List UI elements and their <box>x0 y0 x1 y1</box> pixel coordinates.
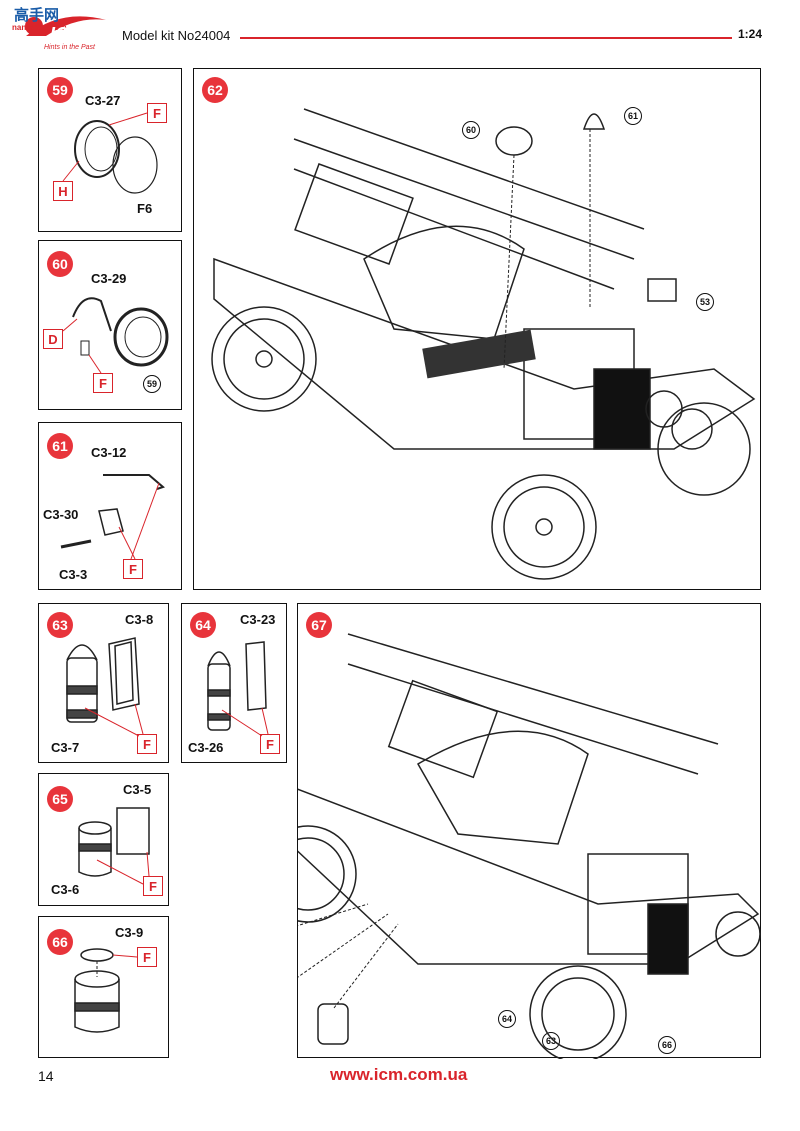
part-label: C3-30 <box>43 507 79 522</box>
paint-code-box: F <box>137 947 157 967</box>
logo-watermark-url: nan-shou.com <box>12 23 67 32</box>
step-ref-marker: 64 <box>498 1010 516 1028</box>
paint-code-box: F <box>137 734 157 754</box>
extinguisher-drawing <box>66 637 144 737</box>
scale-label: 1:24 <box>738 27 763 41</box>
part-label: C3-9 <box>115 925 144 940</box>
paint-code-box: F <box>143 876 163 896</box>
website-link[interactable]: www.icm.com.ua <box>330 1065 468 1084</box>
fire-truck-drawing <box>211 108 756 580</box>
part-label: C3-8 <box>125 612 154 627</box>
logo-text: ICM <box>50 24 83 44</box>
step-61-badge: 61 <box>47 433 73 459</box>
icm-logo: 高手网 nan-shou.com ICM Hints in the Past <box>6 6 116 54</box>
logo-watermark: 高手网 <box>14 7 60 24</box>
step-60-panel: 60 C3-29 D F 59 <box>38 240 182 410</box>
page-number: 14 <box>38 1068 54 1084</box>
canister-drawing <box>78 807 150 885</box>
step-63-badge: 63 <box>47 612 73 638</box>
headlamp-rim-drawing <box>62 112 158 194</box>
paint-code-box: D <box>43 329 63 349</box>
step-66-badge: 66 <box>47 929 73 955</box>
extinguisher-small-drawing <box>207 641 269 737</box>
paint-code-box: F <box>93 373 113 393</box>
step-64-panel: 64 C3-23 C3-26 F <box>181 603 287 763</box>
paint-code-box: H <box>53 181 73 201</box>
step-ref-marker: 66 <box>658 1036 676 1054</box>
paint-code-box: F <box>260 734 280 754</box>
step-64-badge: 64 <box>190 612 216 638</box>
step-ref-marker: 53 <box>696 293 714 311</box>
headlamp-bracket-drawing <box>62 297 169 374</box>
part-label: C3-12 <box>91 445 127 460</box>
step-ref-marker: 60 <box>462 121 480 139</box>
step-59-badge: 59 <box>47 77 73 103</box>
step-59-panel: 59 C3-27 F H F6 <box>38 68 182 232</box>
fire-truck-final-drawing <box>298 633 761 1059</box>
step-ref-marker: 63 <box>542 1032 560 1050</box>
step-66-panel: 66 C3-9 F <box>38 916 169 1058</box>
paint-code-box: F <box>147 103 167 123</box>
step-60-badge: 60 <box>47 251 73 277</box>
step-62-badge: 62 <box>202 77 228 103</box>
step-65-panel: 65 C3-5 C3-6 F <box>38 773 169 906</box>
part-label: C3-23 <box>240 612 276 627</box>
part-label: C3-27 <box>85 93 121 108</box>
paint-code-box: F <box>123 559 143 579</box>
step-ref-marker: 61 <box>624 107 642 125</box>
step-62-panel: 62 60 61 53 <box>193 68 761 590</box>
step-61-panel: 61 C3-12 C3-30 C3-3 F <box>38 422 182 590</box>
header-divider <box>240 37 732 39</box>
part-label: C3-6 <box>51 882 80 897</box>
part-label: F6 <box>137 201 153 216</box>
step-67-badge: 67 <box>306 612 332 638</box>
step-67-panel: 67 64 63 66 <box>297 603 761 1059</box>
step-65-badge: 65 <box>47 786 73 812</box>
part-label: C3-5 <box>123 782 152 797</box>
bell-assembly-drawing <box>60 474 165 560</box>
part-label: C3-26 <box>188 740 224 755</box>
part-label: C3-7 <box>51 740 80 755</box>
logo-tagline: Hints in the Past <box>44 44 95 51</box>
bucket-drawing <box>74 948 138 1033</box>
part-label: C3-29 <box>91 271 127 286</box>
part-label: C3-3 <box>59 567 88 582</box>
model-kit-title: Model kit No24004 <box>122 28 231 43</box>
step-63-panel: 63 C3-8 C3-7 F <box>38 603 169 763</box>
step-ref-marker: 59 <box>143 375 161 393</box>
